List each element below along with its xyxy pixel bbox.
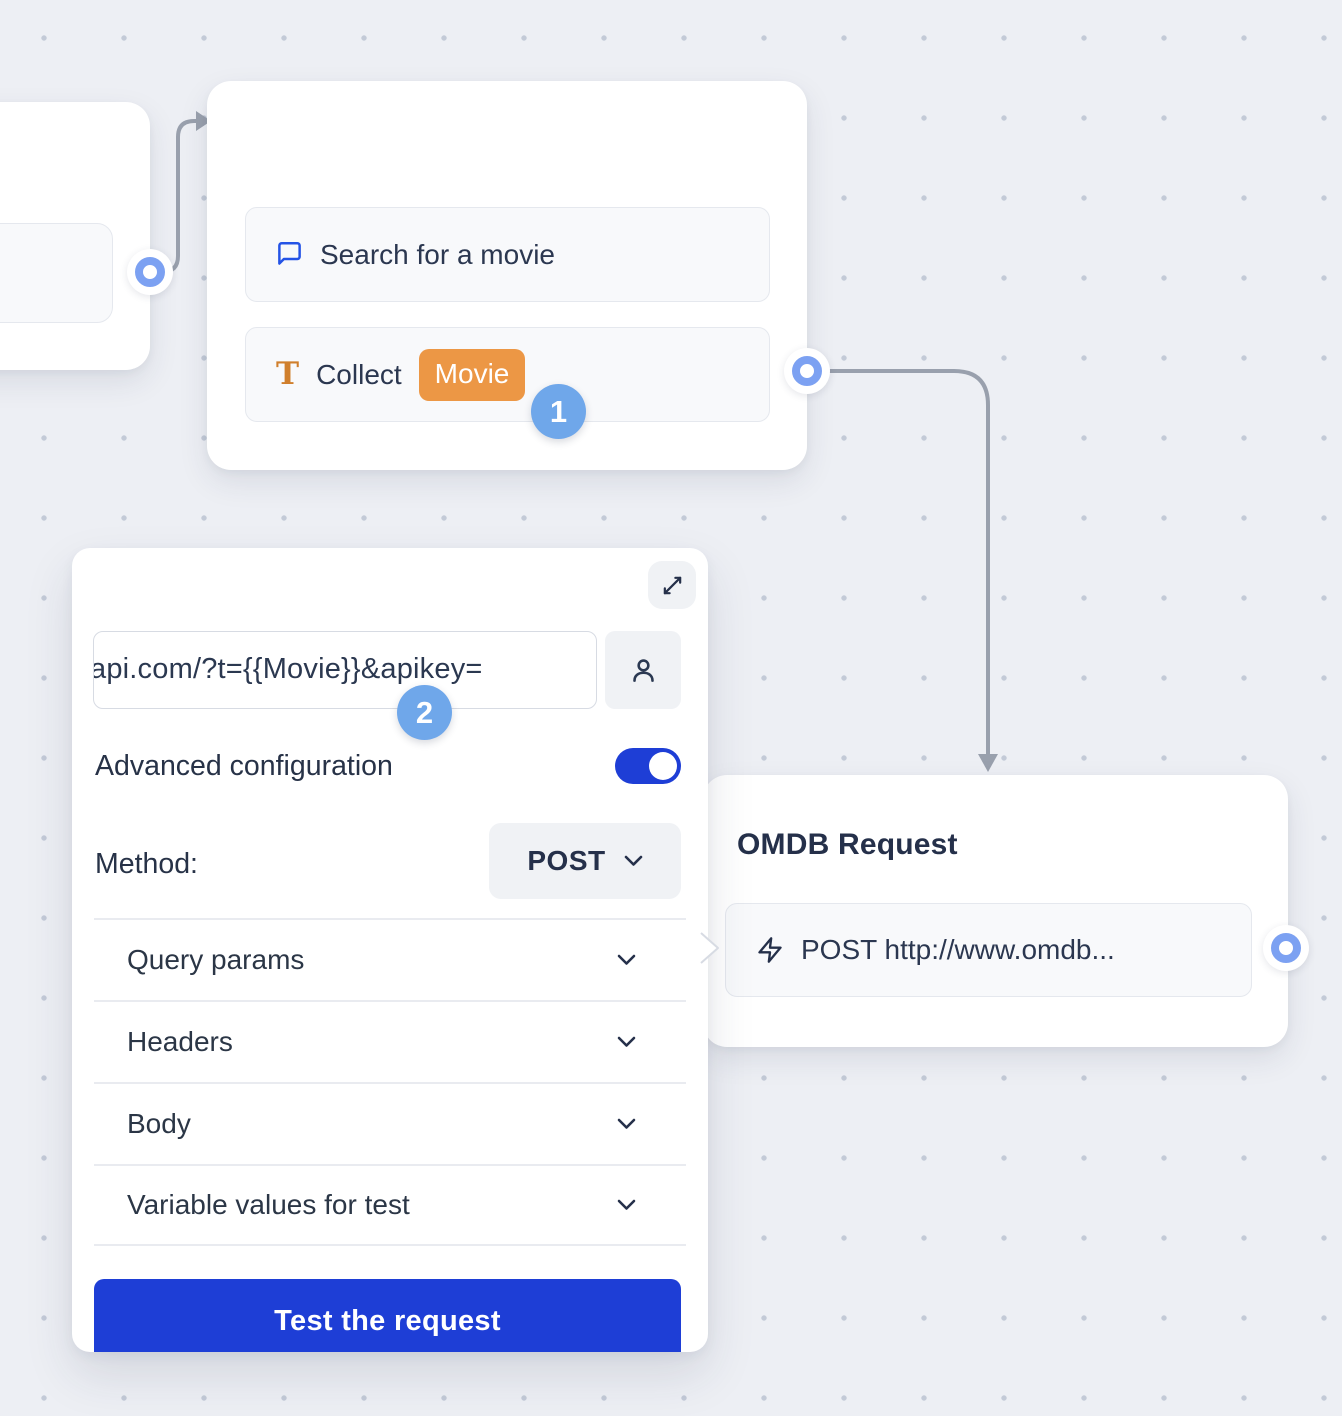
section-label: Headers [127, 1026, 233, 1058]
section-label: Query params [127, 944, 304, 976]
partial-node-item[interactable] [0, 223, 113, 323]
node-item-search-for-a-movie[interactable]: Search for a movie [245, 207, 770, 302]
section-headers[interactable]: Headers [94, 1000, 686, 1082]
expand-icon [661, 574, 684, 597]
chevron-down-icon[interactable] [617, 954, 636, 966]
section-variable-values[interactable]: Variable values for test [94, 1164, 686, 1246]
port-ring [135, 257, 165, 287]
lightning-icon [756, 936, 784, 964]
node-item-label: POST http://www.omdb... [801, 934, 1115, 966]
connection-port-movie-search-output[interactable] [784, 348, 830, 394]
connector-line-movie-search-to-omdb [807, 371, 988, 755]
url-input[interactable]: api.com/?t={{Movie}}&apikey= [93, 631, 597, 709]
request-editor-panel[interactable]: api.com/?t={{Movie}}&apikey= Advanced co… [72, 548, 708, 1352]
method-selected-value: POST [527, 845, 605, 877]
node-item-omdb-post[interactable]: POST http://www.omdb... [725, 903, 1252, 997]
toggle-knob [649, 752, 677, 780]
user-variable-button[interactable] [605, 631, 681, 709]
chat-bubble-icon [276, 241, 303, 268]
section-label: Variable values for test [127, 1189, 410, 1221]
node-item-collect-movie[interactable]: T Collect Movie [245, 327, 770, 422]
connection-port-omdb-output[interactable] [1263, 925, 1309, 971]
collapsible-sections: Query params Headers Body Variable value… [94, 918, 686, 1246]
node-card-movie-search[interactable]: Movie search Search for a movie T Collec… [207, 81, 807, 470]
node-item-label: Search for a movie [320, 239, 555, 271]
node-card-omdb-request[interactable]: OMDB Request POST http://www.omdb... [703, 775, 1288, 1047]
section-query-params[interactable]: Query params [94, 918, 686, 1000]
url-input-value: api.com/?t={{Movie}}&apikey= [94, 632, 596, 707]
chevron-down-icon[interactable] [617, 1118, 636, 1130]
step-badge-1: 1 [531, 384, 586, 439]
method-label: Method: [95, 848, 198, 881]
partial-node-card[interactable] [0, 102, 150, 370]
section-label: Body [127, 1108, 191, 1140]
person-icon [630, 657, 657, 684]
arrowhead-down-icon [978, 754, 998, 772]
connection-port-left-card-output[interactable] [127, 249, 173, 295]
variable-chip-movie[interactable]: Movie [419, 349, 526, 401]
port-ring [792, 356, 822, 386]
advanced-configuration-label: Advanced configuration [95, 750, 393, 783]
section-body[interactable]: Body [94, 1082, 686, 1164]
node-item-label: Collect [316, 359, 402, 391]
port-ring [1271, 933, 1301, 963]
expand-button[interactable] [648, 561, 696, 609]
chevron-down-icon[interactable] [617, 1036, 636, 1048]
chevron-down-icon [624, 855, 643, 867]
test-request-button[interactable]: Test the request [94, 1279, 681, 1352]
chevron-down-icon[interactable] [617, 1199, 636, 1211]
advanced-configuration-toggle[interactable] [615, 748, 681, 784]
node-title: OMDB Request [737, 828, 958, 862]
step-badge-2: 2 [397, 685, 452, 740]
text-input-icon: T [276, 359, 299, 390]
method-select[interactable]: POST [489, 823, 681, 899]
